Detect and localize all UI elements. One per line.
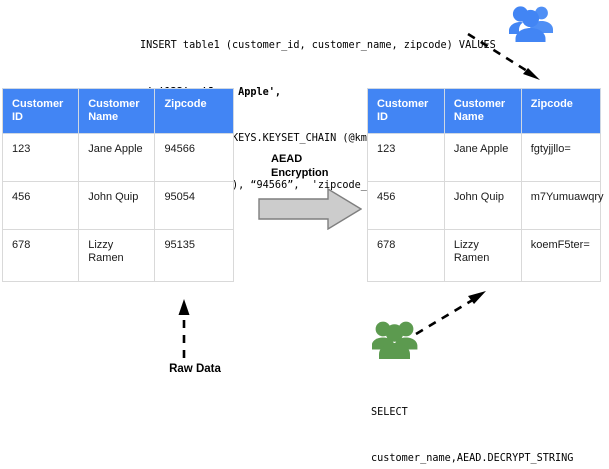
cell-customer-name: John Quip	[443, 181, 522, 230]
select-sql-statement: SELECT customer_name,AEAD.DECRYPT_STRING…	[371, 375, 573, 469]
cell-customer-name: Lizzy Ramen	[443, 229, 522, 282]
cell-zipcode: fgtyjjllo=	[520, 133, 602, 182]
aead-label-line-2: Encryption	[271, 167, 329, 179]
table-row: 456 John Quip 95054	[1, 181, 234, 230]
cell-customer-id: 678	[367, 229, 445, 282]
column-header-customer-id: Customer ID	[1, 88, 80, 134]
cell-zipcode: koemF5ter=	[520, 229, 602, 282]
cell-customer-name: Jane Apple	[443, 133, 522, 182]
cell-customer-id: 456	[1, 181, 80, 230]
aead-encryption-label: AEAD Encryption	[271, 152, 328, 180]
table-row: 123 Jane Apple fgtyjjllo=	[367, 133, 602, 182]
cell-zipcode: 95135	[154, 229, 234, 282]
table-header-row: Customer ID Customer Name Zipcode	[1, 88, 234, 134]
plaintext-table: Customer ID Customer Name Zipcode 123 Ja…	[1, 88, 234, 282]
cell-customer-id: 678	[1, 229, 80, 282]
block-arrow-right-icon	[258, 188, 362, 230]
select-sql-line-1: SELECT	[371, 407, 408, 419]
cell-customer-name: Lizzy Ramen	[78, 229, 156, 282]
cell-customer-name: John Quip	[78, 181, 156, 230]
table-row: 678 Lizzy Ramen koemF5ter=	[367, 229, 602, 282]
column-header-customer-name: Customer Name	[443, 88, 522, 134]
table-row: 456 John Quip m7Yumuawqry	[367, 181, 604, 230]
column-header-customer-name: Customer Name	[78, 88, 156, 134]
dashed-arrow-up-icon	[178, 299, 190, 358]
table-row: 123 Jane Apple 94566	[1, 133, 234, 182]
cell-zipcode: m7Yumuawqry	[520, 181, 604, 230]
encrypted-table: Customer ID Customer Name Zipcode 123 Ja…	[367, 88, 604, 282]
column-header-customer-id: Customer ID	[367, 88, 445, 134]
aead-label-line-1: AEAD	[271, 153, 303, 165]
dashed-arrow-down-right-icon	[467, 32, 540, 80]
people-group-icon	[372, 321, 418, 359]
cell-zipcode: 95054	[154, 181, 234, 230]
cell-customer-id: 456	[367, 181, 445, 230]
select-sql-line-2: customer_name,AEAD.DECRYPT_STRING	[371, 453, 574, 465]
cell-customer-id: 123	[1, 133, 80, 182]
column-header-zipcode: Zipcode	[520, 88, 602, 134]
cell-zipcode: 94566	[154, 133, 234, 182]
table-row: 678 Lizzy Ramen 95135	[1, 229, 234, 282]
cell-customer-name: Jane Apple	[78, 133, 156, 182]
table-header-row: Customer ID Customer Name Zipcode	[367, 88, 602, 134]
people-group-icon	[509, 6, 553, 42]
insert-sql-line-1: INSERT table1 (customer_id, customer_nam…	[140, 40, 496, 51]
column-header-zipcode: Zipcode	[154, 88, 234, 134]
raw-data-label: Raw Data	[169, 363, 221, 375]
dashed-arrow-up-right-icon	[415, 291, 486, 336]
cell-customer-id: 123	[367, 133, 445, 182]
